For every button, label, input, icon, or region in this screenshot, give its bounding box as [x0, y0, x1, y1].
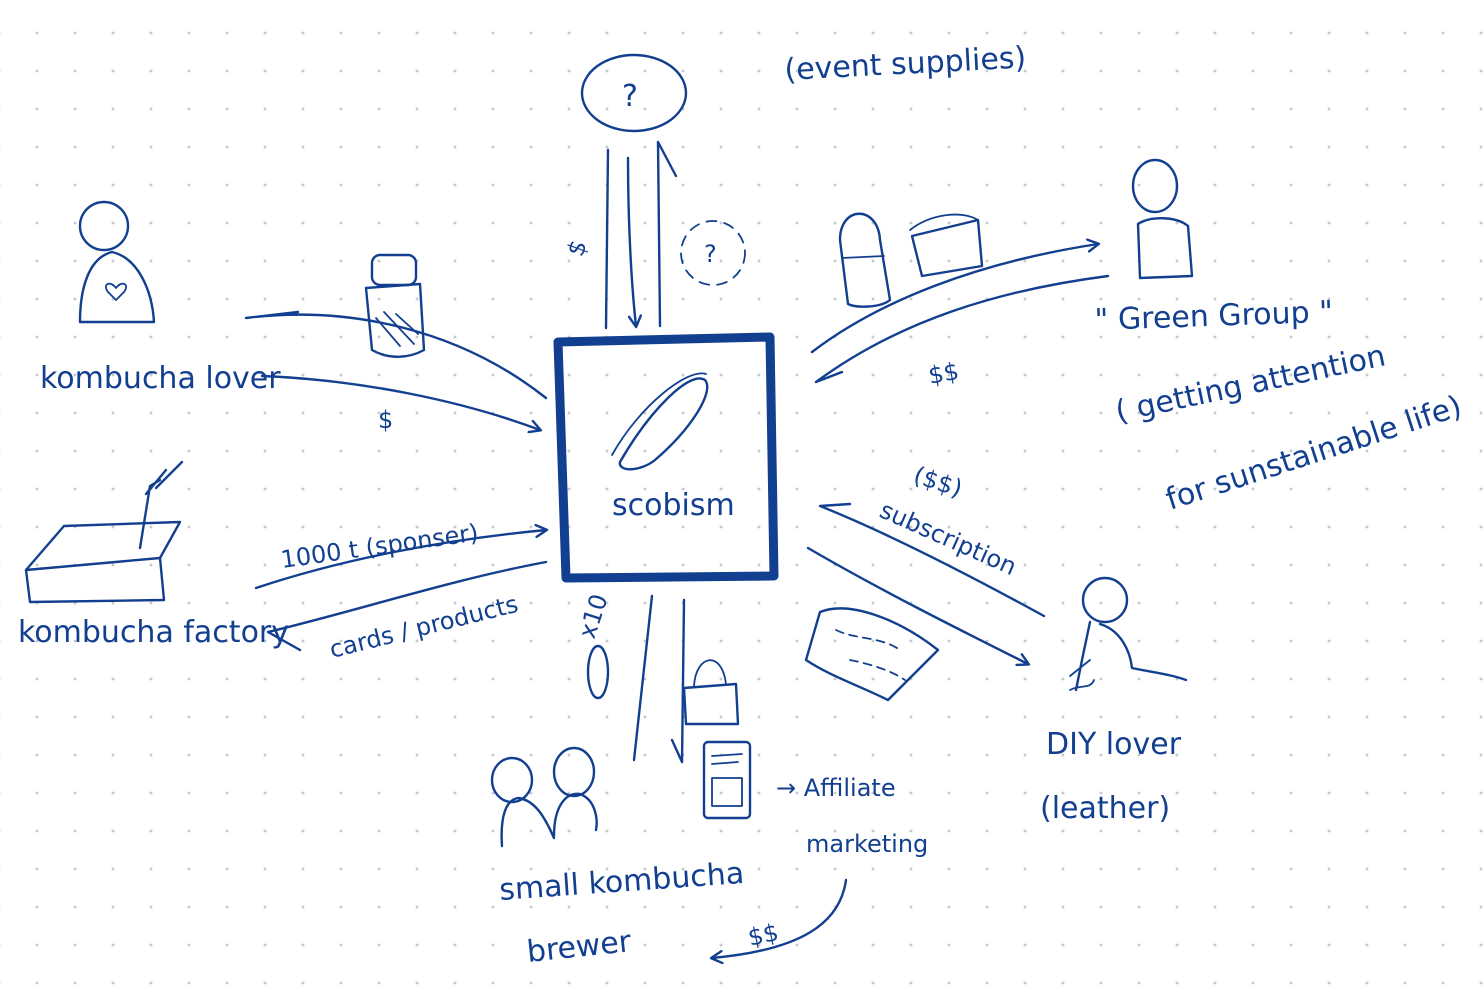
small-brewer-label-1: small kombucha [498, 856, 745, 908]
scoby-disc-icon [611, 372, 709, 471]
lover-to-center-arrow [260, 374, 540, 430]
affiliate-money-arrow [712, 878, 848, 958]
diy-lover-person-icon [1069, 576, 1188, 692]
diy-subscription-label: subscription [876, 496, 1021, 581]
unknown-symbol: ? [622, 79, 638, 114]
green-money-label: $$ [926, 357, 961, 390]
top-to-center-line [604, 148, 610, 330]
center-label: scobism [612, 488, 735, 523]
center-to-top-arrow [656, 140, 678, 328]
unknown-circle [580, 53, 688, 133]
jar-icon [364, 253, 426, 358]
center-to-lover-arrow [244, 310, 548, 400]
factory-to-center-arrow [254, 530, 546, 590]
center-to-diy-arrow [806, 546, 1028, 664]
kombucha-lover-person-icon [78, 200, 156, 324]
card-icon [702, 740, 752, 820]
brewer-count-label: x10 [573, 591, 613, 642]
top-unknown-node: ? (event supplies) [580, 40, 1027, 133]
top-money-label: $ [561, 236, 593, 260]
diy-lover-label-2: (leather) [1040, 791, 1170, 826]
affiliate-money-label: $$ [745, 918, 781, 952]
diy-money-label: ($$) [910, 461, 966, 503]
center-scobism-node: scobism [553, 332, 779, 583]
container-icon [909, 213, 984, 278]
affiliate-label-2: marketing [806, 830, 928, 858]
factory-box-icon [24, 460, 184, 604]
diy-to-center-arrow [818, 502, 1046, 618]
center-box [553, 332, 779, 583]
kombucha-lover-label: kombucha lover [40, 361, 281, 396]
bottle-icon [838, 212, 892, 308]
green-group-note-1: ( getting attention [1112, 338, 1388, 429]
diy-lover-label-1: DIY lover [1046, 727, 1182, 762]
center-to-brewer-line [632, 594, 654, 762]
dashed-unknown-circle [680, 220, 746, 286]
green-to-center-arrow [814, 274, 1110, 384]
factory-products-label: cards / products [327, 590, 521, 664]
affiliate-label: → Affiliate [776, 774, 896, 802]
center-to-green-arrow [810, 244, 1098, 354]
brewers-people-icon [490, 746, 598, 848]
lover-money-label: $ [378, 406, 393, 434]
factory-sponsor-label: 1000 t (sponser) [279, 518, 480, 573]
top-to-center-arrow-left [626, 156, 636, 326]
green-group-person-icon [1131, 158, 1194, 280]
green-group-label: " Green Group " [1094, 295, 1333, 338]
bag-icon [682, 659, 740, 726]
heart-icon [104, 282, 128, 301]
brewer-to-center-arrow [670, 598, 686, 764]
event-supplies-note: (event supplies) [784, 40, 1027, 88]
scoby-small-icon [586, 644, 610, 700]
small-brewer-label-2: brewer [525, 924, 633, 970]
center-to-factory-arrow [266, 560, 548, 652]
top-unknown-label: ? [704, 240, 717, 268]
leather-sheet-icon [804, 607, 940, 702]
kombucha-factory-label: kombucha factory [18, 615, 289, 650]
